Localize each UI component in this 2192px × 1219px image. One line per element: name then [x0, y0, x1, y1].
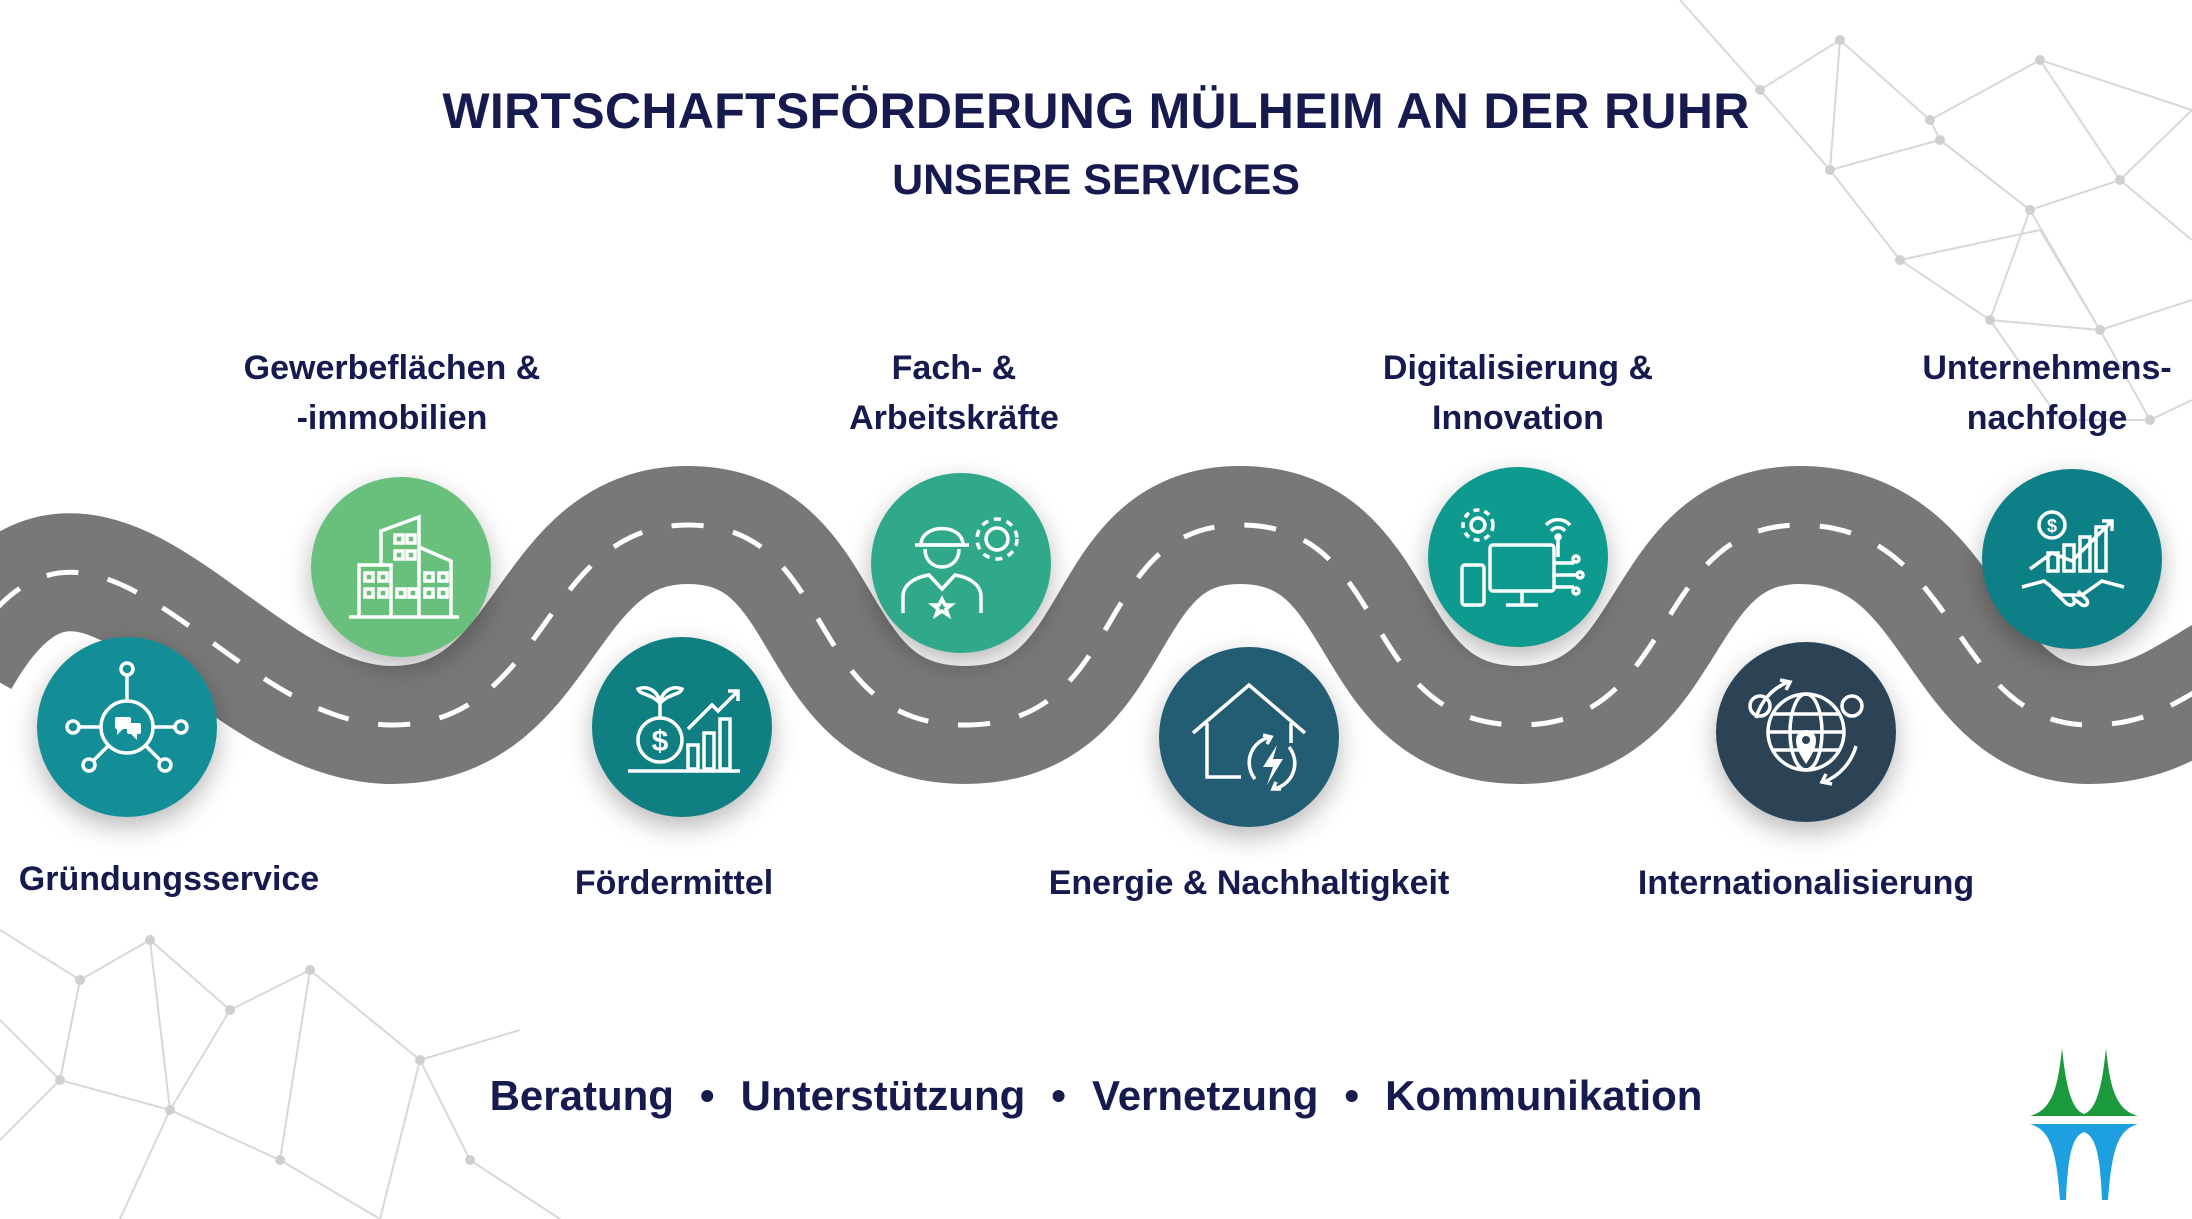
- footer-separator: •: [1344, 1072, 1360, 1119]
- service-gruendung-label: Gründungsservice: [18, 860, 320, 898]
- page-title: WIRTSCHAFTSFÖRDERUNG MÜLHEIM AN DER RUHR: [442, 83, 1750, 139]
- service-nachfolge-label-line2: nachfolge: [1966, 399, 2128, 437]
- house-energy-icon: [1191, 682, 1307, 791]
- buildings-icon: [349, 514, 459, 619]
- service-nachfolge-label: Unternehmens- nachfolge: [1797, 343, 2192, 443]
- network-chat-icon: [65, 661, 189, 773]
- svg-text:$: $: [2047, 516, 2057, 536]
- handshake-growth-icon: $: [2021, 510, 2125, 608]
- service-fachkraefte-label-line1: Fach- &: [891, 349, 1017, 387]
- devices-gear-wifi-icon: [1460, 508, 1585, 607]
- globe-location-icon: [1748, 678, 1864, 786]
- service-foerdermittel-circle[interactable]: $: [592, 637, 772, 817]
- service-gewerbeflaechen-label-line2: -immobilien: [296, 399, 488, 437]
- service-nachfolge-label-line1: Unternehmens-: [1922, 349, 2172, 387]
- service-fachkraefte-label-line2: Arbeitskräfte: [849, 399, 1059, 437]
- service-internationalisierung-circle[interactable]: [1716, 642, 1896, 822]
- money-growth-icon: $: [628, 686, 740, 773]
- service-internationalisierung-label: Internationalisierung: [1637, 864, 1975, 902]
- worker-gear-icon: [901, 517, 1019, 620]
- page-subtitle: UNSERE SERVICES: [892, 156, 1300, 204]
- service-fachkraefte-label: Fach- & Arbeitskräfte: [704, 343, 1204, 443]
- service-foerdermittel-label: Fördermittel: [574, 864, 774, 902]
- service-digitalisierung-label-line1: Digitalisierung &: [1382, 349, 1654, 387]
- service-energie-label: Energie & Nachhaltigkeit: [1048, 864, 1450, 902]
- service-gruendung-circle[interactable]: [37, 637, 217, 817]
- footer-item-vernetzung: Vernetzung: [1092, 1072, 1319, 1119]
- footer-item-unterstuetzung: Unterstützung: [740, 1072, 1026, 1119]
- footer-separator: •: [1051, 1072, 1066, 1119]
- footer-services-line: Beratung • Unterstützung • Vernetzung • Kommun…: [0, 1072, 2192, 1120]
- service-digitalisierung-label: Digitalisierung & Innovation: [1268, 343, 1768, 443]
- service-gewerbeflaechen-circle[interactable]: [311, 477, 491, 657]
- logo-muelheim: [2030, 1048, 2138, 1200]
- service-energie-circle[interactable]: [1159, 647, 1339, 827]
- service-fachkraefte-circle[interactable]: [871, 473, 1051, 653]
- service-digitalisierung-circle[interactable]: [1428, 467, 1608, 647]
- service-gewerbeflaechen-label: Gewerbeflächen & -immobilien: [142, 343, 642, 443]
- service-gewerbeflaechen-label-line1: Gewerbeflächen &: [243, 349, 541, 387]
- svg-text:$: $: [652, 725, 669, 758]
- footer-item-kommunikation: Kommunikation: [1385, 1072, 1703, 1119]
- service-nachfolge-circle[interactable]: $: [1982, 469, 2162, 649]
- footer-separator: •: [699, 1072, 715, 1119]
- footer-item-beratung: Beratung: [489, 1072, 674, 1119]
- service-digitalisierung-label-line2: Innovation: [1432, 399, 1604, 437]
